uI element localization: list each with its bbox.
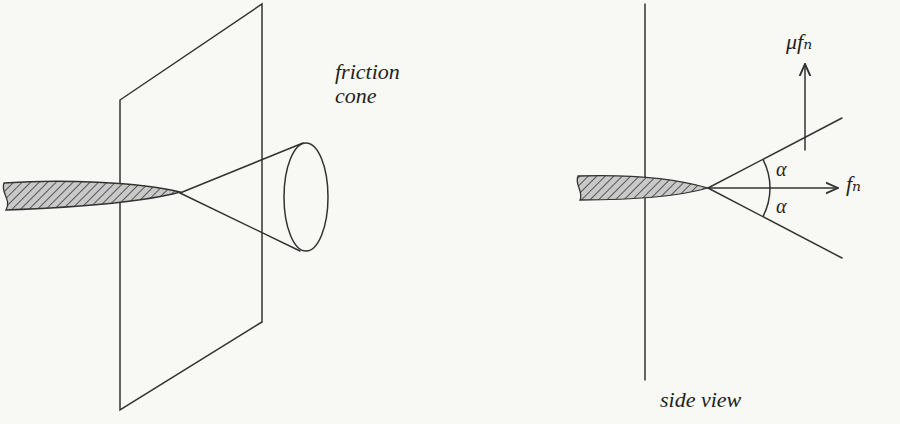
cone-edge <box>708 118 842 188</box>
finger <box>3 181 180 210</box>
angle-label: α <box>776 195 787 217</box>
normal-force-arrow <box>708 187 838 189</box>
finger <box>577 176 708 200</box>
plane <box>120 4 262 410</box>
friction-force-arrow <box>804 64 806 150</box>
angle-label: α <box>776 158 787 180</box>
cone-edge <box>180 193 300 251</box>
force-label: fₙ <box>846 172 861 196</box>
caption-label: friction cone <box>335 60 430 108</box>
force-label: μfₙ <box>786 30 812 54</box>
angle-arc <box>763 188 770 216</box>
angle-arc <box>763 160 770 188</box>
view-label: side view <box>660 388 741 412</box>
cone-rim <box>284 143 328 251</box>
cone-edge <box>708 188 842 258</box>
